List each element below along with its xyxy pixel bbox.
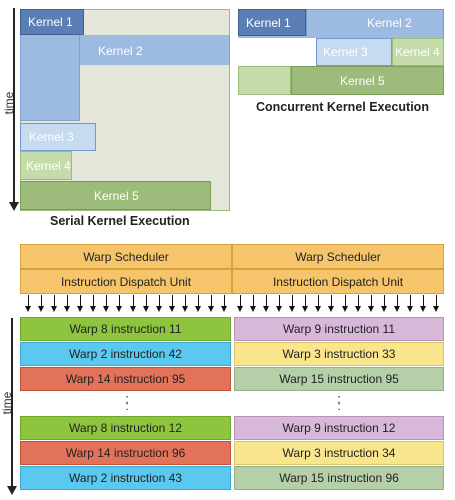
- left-instruction-row-1: Warp 8 instruction 11: [20, 317, 231, 341]
- concurrent-kernel-2-label: Kernel 2: [367, 16, 412, 30]
- left-ellipsis-dot-2: :: [125, 398, 129, 413]
- dispatch-arrow-icon: [208, 294, 215, 314]
- dispatch-arrow-icon: [381, 294, 388, 314]
- dispatch-arrow-icon: [77, 294, 84, 314]
- concurrent-kernel-2-left: [238, 36, 316, 38]
- right-instruction-row-2: Warp 3 instruction 33: [234, 342, 444, 366]
- warp-scheduler-left: Warp Scheduler: [20, 244, 232, 269]
- serial-kernel-5-label: Kernel 5: [94, 189, 139, 203]
- dispatch-arrow-icon: [182, 294, 189, 314]
- concurrent-kernel-3-label: Kernel 3: [323, 45, 368, 59]
- dispatch-arrow-icon: [394, 294, 401, 314]
- serial-kernel-1-label: Kernel 1: [28, 15, 73, 29]
- serial-kernel-4-label: Kernel 4: [26, 159, 71, 173]
- warp-scheduler-right: Warp Scheduler: [232, 244, 444, 269]
- dispatch-arrow-icon: [289, 294, 296, 314]
- dispatch-arrow-icon: [143, 294, 150, 314]
- concurrent-kernel-2-top: [306, 9, 444, 38]
- serial-kernel-3: Kernel 3: [20, 123, 96, 151]
- right-ellipsis-dot-1: :: [337, 391, 341, 406]
- concurrent-kernel-3: Kernel 3: [316, 38, 392, 66]
- serial-kernel-2-bottom: [20, 35, 80, 121]
- dispatch-arrow-icon: [90, 294, 97, 314]
- concurrent-kernel-4-label: Kernel 4: [395, 45, 440, 59]
- concurrent-kernel-1-label: Kernel 1: [246, 16, 291, 30]
- left-instruction-row-5: Warp 14 instruction 96: [20, 441, 231, 465]
- dispatch-arrow-icon: [276, 294, 283, 314]
- concurrent-kernel-1: Kernel 1: [238, 9, 306, 36]
- left-ellipsis: : :: [120, 391, 134, 413]
- dispatch-arrow-icon: [433, 294, 440, 314]
- dispatch-arrow-icon: [25, 294, 32, 314]
- dispatch-arrow-icon: [342, 294, 349, 314]
- left-ellipsis-dot-1: :: [125, 391, 129, 406]
- dispatch-unit-left: Instruction Dispatch Unit: [20, 269, 232, 294]
- left-instruction-row-6: Warp 2 instruction 43: [20, 466, 231, 490]
- right-instruction-row-1: Warp 9 instruction 11: [234, 317, 444, 341]
- left-instruction-row-3: Warp 14 instruction 95: [20, 367, 231, 391]
- dispatch-arrow-icon: [315, 294, 322, 314]
- dispatch-arrow-icon: [156, 294, 163, 314]
- dispatch-arrow-icon: [368, 294, 375, 314]
- concurrent-kernel-5-lead: [238, 66, 291, 95]
- right-instruction-row-5: Warp 3 instruction 34: [234, 441, 444, 465]
- serial-time-arrow-line: [13, 8, 15, 204]
- left-instruction-row-2: Warp 2 instruction 42: [20, 342, 231, 366]
- concurrent-kernel-5-label: Kernel 5: [340, 74, 385, 88]
- serial-kernel-5: Kernel 5: [20, 181, 211, 210]
- serial-caption: Serial Kernel Execution: [50, 214, 190, 228]
- concurrent-kernel-5: Kernel 5: [291, 66, 444, 95]
- dispatch-arrow-icon: [116, 294, 123, 314]
- dispatch-unit-right: Instruction Dispatch Unit: [232, 269, 444, 294]
- dispatch-arrow-icon: [250, 294, 257, 314]
- dispatch-arrow-icon: [407, 294, 414, 314]
- dispatch-arrow-icon: [420, 294, 427, 314]
- dispatch-arrow-icon: [103, 294, 110, 314]
- dispatch-time-arrow-line: [11, 318, 13, 488]
- dispatch-time-label: time: [0, 391, 14, 415]
- right-ellipsis-dot-2: :: [337, 398, 341, 413]
- dispatch-arrow-icon: [237, 294, 244, 314]
- dispatch-arrow-icon: [64, 294, 71, 314]
- dispatch-arrow-icon: [169, 294, 176, 314]
- right-instruction-row-4: Warp 9 instruction 12: [234, 416, 444, 440]
- dispatch-arrow-icon: [355, 294, 362, 314]
- serial-kernel-3-label: Kernel 3: [29, 130, 74, 144]
- serial-kernel-1: Kernel 1: [20, 9, 84, 35]
- dispatch-arrow-icon: [263, 294, 270, 314]
- dispatch-arrow-icon: [221, 294, 228, 314]
- dispatch-arrow-icon: [130, 294, 137, 314]
- dispatch-arrow-icon: [51, 294, 58, 314]
- serial-kernel-4: Kernel 4: [20, 151, 72, 180]
- left-instruction-row-4: Warp 8 instruction 12: [20, 416, 231, 440]
- right-ellipsis: : :: [332, 391, 346, 413]
- right-instruction-row-3: Warp 15 instruction 95: [234, 367, 444, 391]
- dispatch-arrows: [0, 294, 455, 316]
- serial-time-label: time: [2, 91, 16, 115]
- serial-kernel-2-label: Kernel 2: [98, 44, 143, 58]
- right-instruction-row-6: Warp 15 instruction 96: [234, 466, 444, 490]
- dispatch-arrow-icon: [38, 294, 45, 314]
- serial-time-arrowhead: [9, 202, 19, 211]
- dispatch-arrow-icon: [302, 294, 309, 314]
- dispatch-time-arrowhead: [7, 486, 17, 495]
- dispatch-arrow-icon: [328, 294, 335, 314]
- dispatch-arrow-icon: [195, 294, 202, 314]
- concurrent-kernel-4: Kernel 4: [392, 38, 444, 66]
- concurrent-caption: Concurrent Kernel Execution: [256, 100, 429, 114]
